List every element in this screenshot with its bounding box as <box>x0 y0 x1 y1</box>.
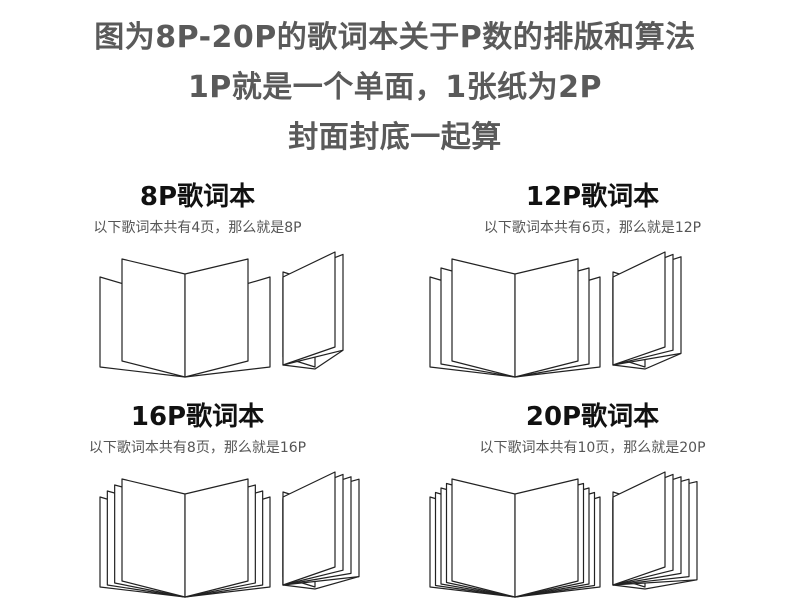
panel-description: 以下歌词本共有6页，那么就是12P <box>483 220 702 236</box>
book-page <box>282 251 336 366</box>
book-illustrations <box>395 247 790 387</box>
headline-line-1: 图为8P-20P的歌词本关于P数的排版和算法 <box>94 20 696 55</box>
book-bottom-edge <box>282 576 360 590</box>
book-page-left <box>121 258 186 378</box>
book-page <box>282 471 336 586</box>
book-page-right <box>184 258 249 378</box>
panel-20p: 20P歌词本 以下歌词本共有10页，那么就是20P <box>395 392 790 612</box>
panel-16p: 16P歌词本 以下歌词本共有8页，那么就是16P <box>0 392 395 612</box>
book-bottom-edge <box>612 579 698 590</box>
book-bottom-edge <box>282 349 344 370</box>
open-book-illustration <box>99 478 271 598</box>
side-book-illustration <box>612 251 682 370</box>
book-page-left <box>121 478 186 598</box>
book-page <box>612 251 666 366</box>
panel-description: 以下歌词本共有8页，那么就是16P <box>88 440 307 456</box>
panel-title: 12P歌词本 <box>525 182 660 212</box>
book-illustrations <box>0 467 395 607</box>
panel-title: 20P歌词本 <box>525 402 660 432</box>
side-book-illustration <box>282 251 344 370</box>
panel-description: 以下歌词本共有10页，那么就是20P <box>479 440 706 456</box>
book-page-left <box>451 478 516 598</box>
open-book-illustration <box>429 478 601 598</box>
side-book-illustration <box>612 471 698 590</box>
open-book-illustration <box>99 258 271 378</box>
book-page-right <box>184 478 249 598</box>
open-book-illustration <box>429 258 601 378</box>
book-page <box>612 471 666 586</box>
book-page-right <box>514 258 579 378</box>
panel-12p: 12P歌词本 以下歌词本共有6页，那么就是12P <box>395 172 790 392</box>
headline-line-3: 封面封底一起算 <box>288 120 502 155</box>
panel-8p: 8P歌词本 以下歌词本共有4页，那么就是8P <box>0 172 395 392</box>
book-illustrations <box>0 247 395 387</box>
book-page-right <box>514 478 579 598</box>
headline-line-2: 1P就是一个单面，1张纸为2P <box>187 70 603 105</box>
panel-title: 16P歌词本 <box>130 402 265 432</box>
panel-description: 以下歌词本共有4页，那么就是8P <box>93 220 302 236</box>
book-bottom-edge <box>612 352 682 370</box>
book-page-left <box>451 258 516 378</box>
panel-title: 8P歌词本 <box>139 182 256 212</box>
side-book-illustration <box>282 471 360 590</box>
book-illustrations <box>395 467 790 607</box>
